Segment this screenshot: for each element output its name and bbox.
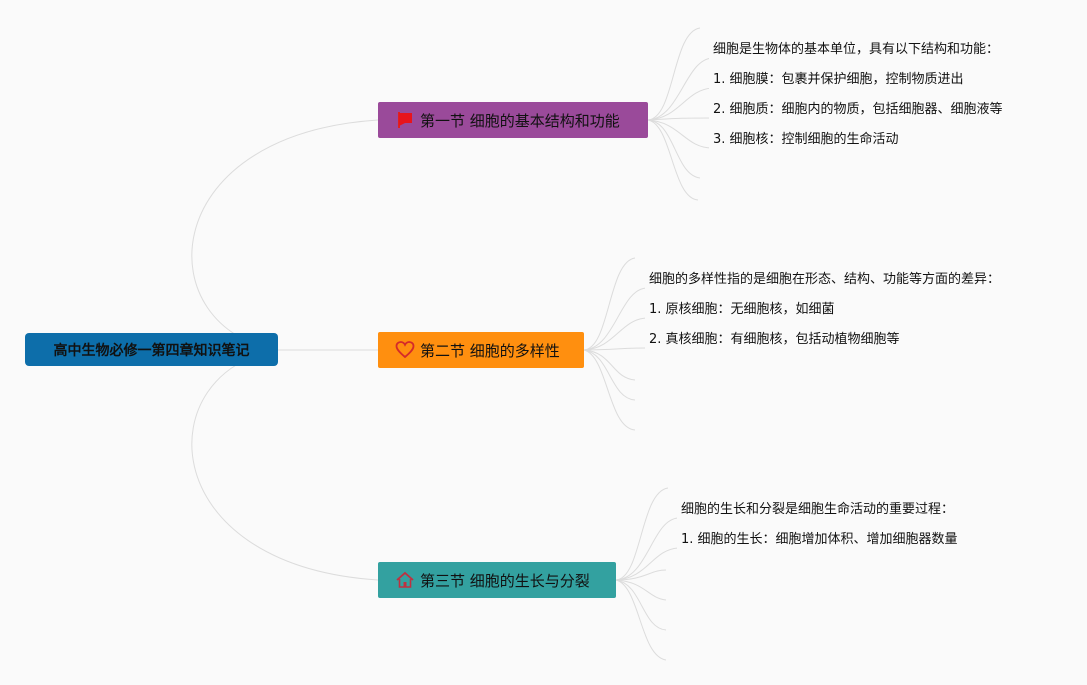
branch-topic-3[interactable]: 第三节 细胞的生长与分裂 <box>378 562 616 598</box>
root-topic-label: 高中生物必修一第四章知识笔记 <box>53 342 250 359</box>
house-icon <box>395 570 415 590</box>
leaf-1-4[interactable]: 3. 细胞核：控制细胞的生命活动 <box>709 128 903 152</box>
leaf-2-1[interactable]: 细胞的多样性指的是细胞在形态、结构、功能等方面的差异： <box>645 268 1005 292</box>
leaf-1-1[interactable]: 细胞是生物体的基本单位，具有以下结构和功能： <box>709 38 1004 62</box>
leaf-2-2[interactable]: 1. 原核细胞：无细胞核，如细菌 <box>645 298 839 322</box>
connector-root-branch3 <box>191 349 379 581</box>
red-flag-icon <box>395 110 415 130</box>
branch-topic-2-label: 第二节 细胞的多样性 <box>420 341 560 360</box>
branch-topic-2[interactable]: 第二节 细胞的多样性 <box>378 332 584 368</box>
heart-outline-icon <box>395 340 415 360</box>
leaf-3-1[interactable]: 细胞的生长和分裂是细胞生命活动的重要过程： <box>677 498 959 522</box>
branch-topic-3-label: 第三节 细胞的生长与分裂 <box>420 571 590 590</box>
leaf-3-2[interactable]: 1. 细胞的生长：细胞增加体积、增加细胞器数量 <box>677 528 962 552</box>
branch-topic-1[interactable]: 第一节 细胞的基本结构和功能 <box>378 102 648 138</box>
branch-topic-1-label: 第一节 细胞的基本结构和功能 <box>420 111 620 130</box>
connector-root-branch1 <box>191 119 379 351</box>
root-topic[interactable]: 高中生物必修一第四章知识笔记 <box>25 333 278 366</box>
leaf-1-3[interactable]: 2. 细胞质：细胞内的物质，包括细胞器、细胞液等 <box>709 98 1007 122</box>
leaf-2-3[interactable]: 2. 真核细胞：有细胞核，包括动植物细胞等 <box>645 328 904 352</box>
leaf-1-2[interactable]: 1. 细胞膜：包裹并保护细胞，控制物质进出 <box>709 68 968 92</box>
